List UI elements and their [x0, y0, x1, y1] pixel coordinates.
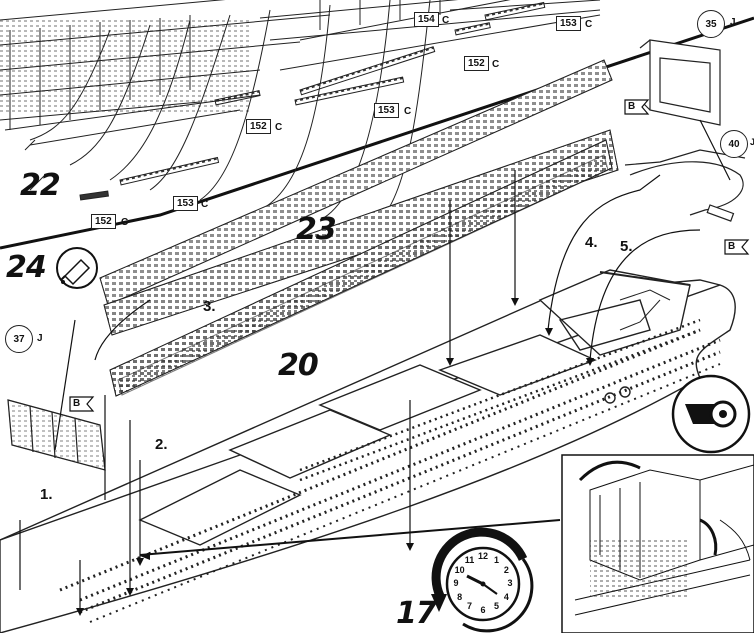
tape-icon [671, 374, 751, 454]
clock-icon [431, 527, 534, 633]
clock-numeral: 10 [454, 564, 465, 575]
step23-strip [99, 59, 619, 336]
sequence-label-2: 2. [155, 436, 168, 453]
part-ref-37: 37 [5, 325, 33, 353]
step-number-17: 17 [396, 596, 437, 631]
step-number-23: 23 [296, 212, 337, 247]
clock-numeral: 11 [464, 554, 475, 565]
part-ref-153-c: 153 [173, 196, 198, 211]
bow-rail [599, 271, 691, 286]
step-number-20: 20 [278, 348, 319, 383]
clock-numeral: 4 [503, 591, 509, 602]
part-ref-152-b-suffix: C [275, 122, 283, 133]
flag-tag-b-3: B [73, 398, 81, 409]
clock-numeral: 9 [453, 578, 459, 588]
part-37-panel [7, 399, 106, 471]
part-ref-40: 40 [720, 130, 748, 158]
guide-lines [19, 119, 731, 610]
part-ref-153-b-suffix: C [404, 106, 412, 117]
part-ref-153-a: 153 [556, 16, 581, 31]
part-ref-35: 35 [697, 10, 725, 38]
part-ref-154-suffix: C [442, 15, 450, 26]
clock-numeral: 1 [493, 554, 499, 565]
part-ref-35-suffix: J [730, 17, 736, 28]
sequence-label-4: 4. [585, 234, 598, 251]
part-40-rail [624, 149, 746, 222]
part-ref-153-a-suffix: C [585, 19, 593, 30]
part-35-frame [639, 39, 721, 126]
clock-numeral: 6 [480, 605, 486, 615]
part-ref-154: 154 [414, 12, 439, 27]
clock-numeral: 8 [457, 591, 463, 602]
glue-tube-icon [56, 247, 98, 289]
clock-numeral: 12 [477, 551, 488, 561]
part-ref-152-a: 152 [464, 56, 489, 71]
sequence-label-3: 3. [203, 298, 216, 315]
step22-drawing [0, 0, 601, 221]
step-number-22: 22 [20, 168, 61, 203]
clock-numeral: 3 [507, 578, 513, 588]
part-ref-37-suffix: J [37, 333, 43, 344]
clock-numeral: 7 [466, 601, 472, 612]
part-ref-40-suffix: J [750, 137, 754, 147]
step20-strip [109, 139, 613, 397]
clock-numeral: 5 [493, 601, 499, 612]
part-ref-153-b: 153 [374, 103, 399, 118]
detail-inset [561, 454, 754, 633]
part-ref-153-c-suffix: C [201, 199, 209, 210]
step-number-24: 24 [6, 250, 47, 285]
sequence-label-5: 5. [620, 238, 633, 255]
flag-tag-b-2: B [728, 241, 736, 252]
part-ref-152-b: 152 [246, 119, 271, 134]
clock-numeral: 2 [503, 564, 509, 575]
arrow-heads [76, 298, 594, 616]
flag-tag-b-1: B [628, 101, 636, 112]
part-ref-152-a-suffix: C [492, 59, 500, 70]
flag-shapes [69, 99, 750, 412]
part-ref-152-c: 152 [91, 214, 116, 229]
sequence-label-1: 1. [40, 486, 53, 503]
part-ref-152-c-suffix: C [121, 217, 129, 228]
